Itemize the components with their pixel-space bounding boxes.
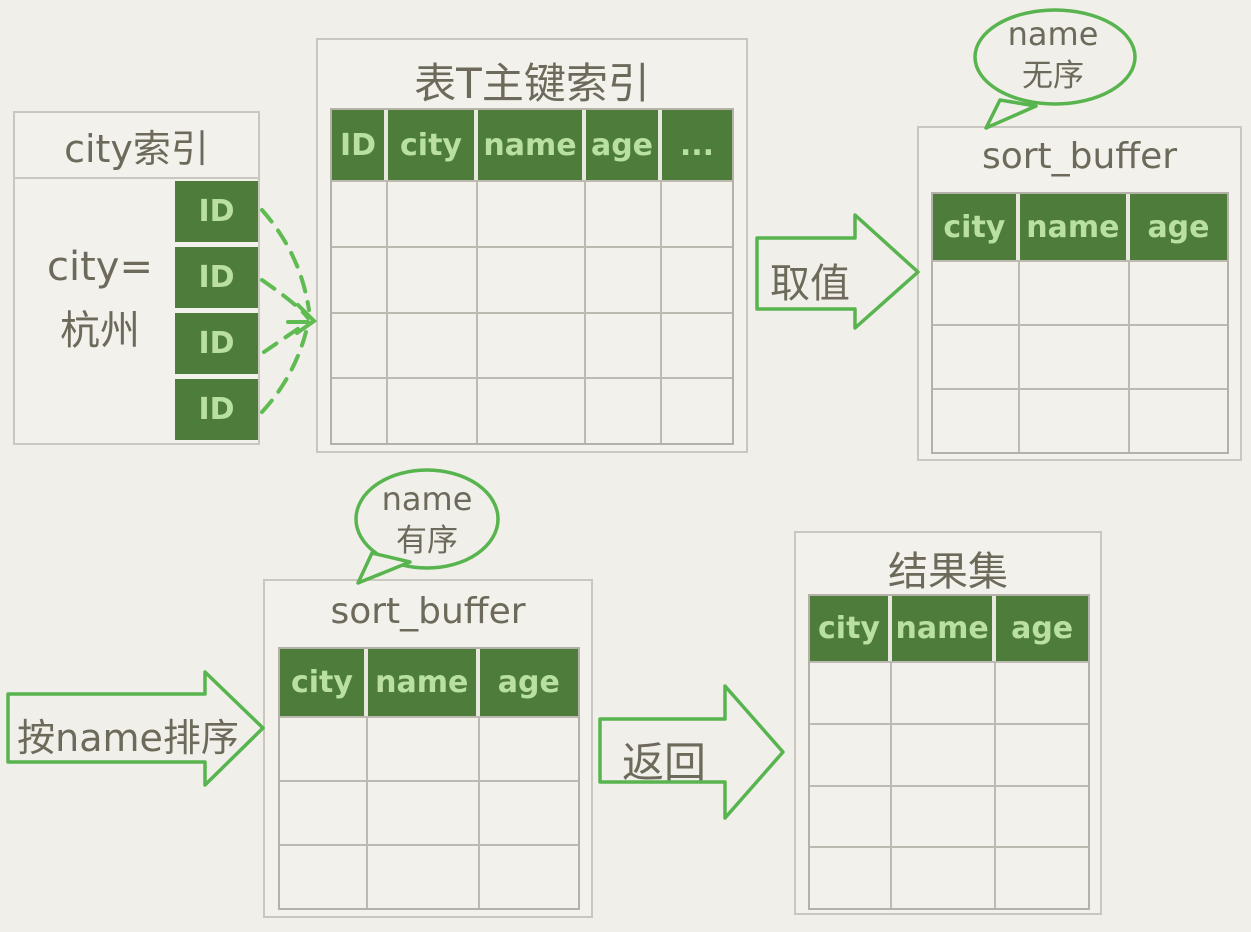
column-header-id: ID [332,110,388,180]
city-index-title: city索引 [15,113,258,179]
table-row [810,661,1088,723]
sort-buffer-top-table: city name age [931,192,1229,454]
bubble-line1: name [381,480,473,518]
name-unsorted-bubble-label: name 无序 [973,13,1133,97]
city-query-line2: 杭州 [60,308,140,354]
table-row [280,780,578,844]
primary-index-title: 表T主键索引 [414,59,650,108]
column-header-city: city [933,194,1020,260]
table-row [332,180,732,246]
table-row [933,324,1227,388]
city-query-line1: city= [47,244,153,290]
id-lookup-dashed-connectors [260,208,318,414]
table-row [332,245,732,312]
table-row [810,846,1088,908]
table-row [280,844,578,908]
name-unsorted-bubble-tail [984,98,1038,130]
bubble-line2: 无序 [1022,58,1084,94]
column-header-age: age [479,649,578,716]
table-row [933,388,1227,452]
column-header-name: name [478,110,586,180]
table-header-row: city name age [280,649,578,716]
table-header-row: city name age [810,596,1088,661]
arrowhead-icon [295,303,318,335]
id-cell: ID [175,181,258,242]
table-row [332,377,732,443]
result-set-title: 结果集 [888,549,1008,595]
bubble-line2: 有序 [396,523,458,559]
name-sorted-bubble-label: name 有序 [347,478,507,562]
sort-buffer-top-title: sort_buffer [981,136,1178,177]
column-header-name: name [367,649,480,716]
id-cell: ID [175,247,258,308]
sort-by-name-arrow-label: 按name排序 [17,716,239,760]
column-header-name: name [1019,194,1130,260]
column-header-age: age [996,596,1088,661]
column-header-age: age [1129,194,1227,260]
id-cell: ID [175,313,258,374]
column-header-name: name [892,596,997,661]
id-cell: ID [175,379,258,440]
return-arrow-label: 返回 [621,738,706,787]
primary-index-box: 表T主键索引 ID city name age ... [316,38,748,453]
table-row [280,716,578,780]
city-index-box: city索引 city= 杭州 ID ID ID ID [13,111,260,445]
table-header-row: ID city name age ... [332,110,732,180]
table-row [933,260,1227,324]
city-query-label: city= 杭州 [19,235,181,363]
table-row [332,311,732,378]
id-cell-column: ID ID ID ID [175,181,258,440]
column-header-city: city [280,649,368,716]
column-header-more: ... [662,110,732,180]
column-header-city: city [388,110,478,180]
primary-index-table: ID city name age ... [330,108,734,445]
table-header-row: city name age [933,194,1227,260]
column-header-city: city [810,596,892,661]
result-set-box: 结果集 city name age [794,531,1102,915]
sort-buffer-bottom-table: city name age [278,647,580,910]
bubble-line1: name [1007,15,1099,53]
table-row [810,722,1088,785]
sort-buffer-bottom-title: sort_buffer [330,591,526,632]
sort-buffer-top-box: sort_buffer city name age [917,126,1242,461]
table-row [810,784,1088,847]
result-set-table: city name age [808,594,1090,910]
column-header-age: age [586,110,662,180]
sort-buffer-bottom-box: sort_buffer city name age [263,579,593,918]
fetch-values-arrow-label: 取值 [770,261,850,307]
